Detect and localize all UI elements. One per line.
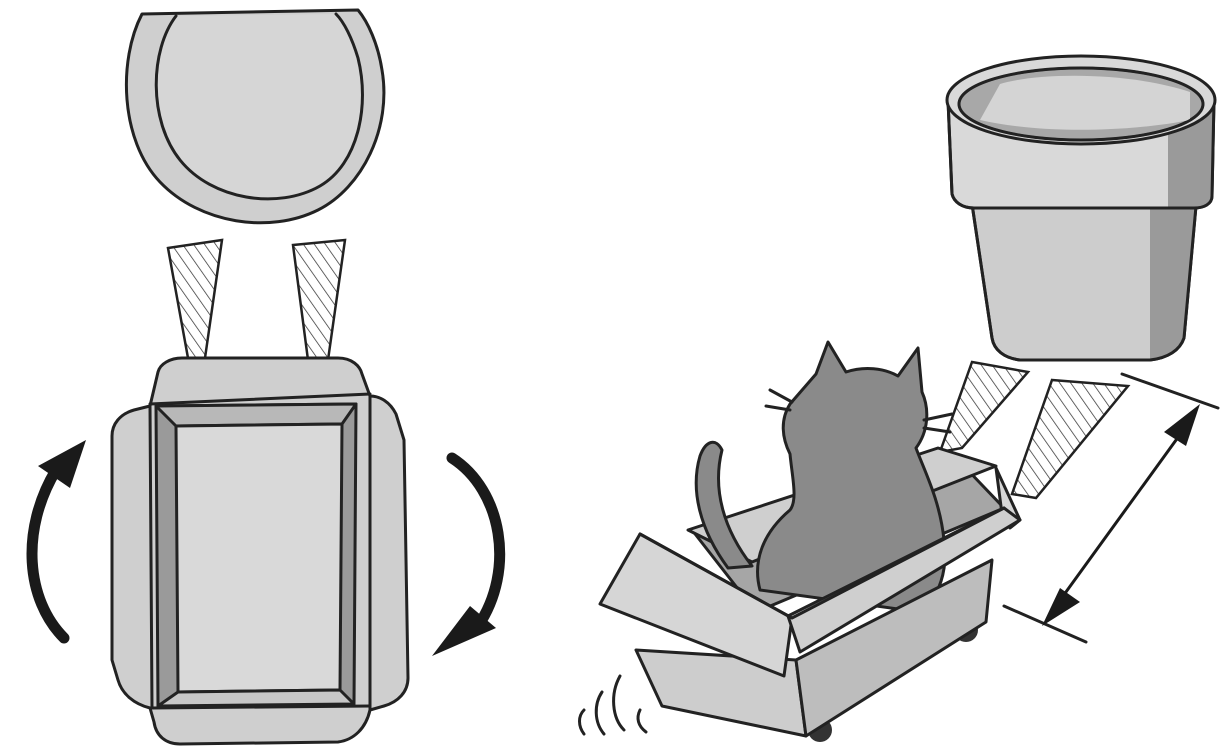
flower-pot — [945, 54, 1217, 362]
motion-lines — [578, 674, 648, 736]
left-transformation-group — [26, 8, 506, 746]
projection-beam-left-2 — [291, 238, 347, 362]
cat — [694, 340, 954, 614]
rotate-arrow-right — [432, 452, 506, 656]
dimension-arrow — [1002, 372, 1220, 644]
projection-beam-right-2 — [1010, 378, 1131, 500]
projection-beam-right-1 — [938, 360, 1031, 454]
rotate-arrow-left — [26, 440, 86, 644]
right-transformation-group — [578, 54, 1220, 742]
projection-beam-left-1 — [166, 238, 224, 360]
round-disc — [124, 8, 386, 225]
cardboard-box-front — [598, 506, 1022, 738]
inner-tray — [154, 402, 358, 708]
